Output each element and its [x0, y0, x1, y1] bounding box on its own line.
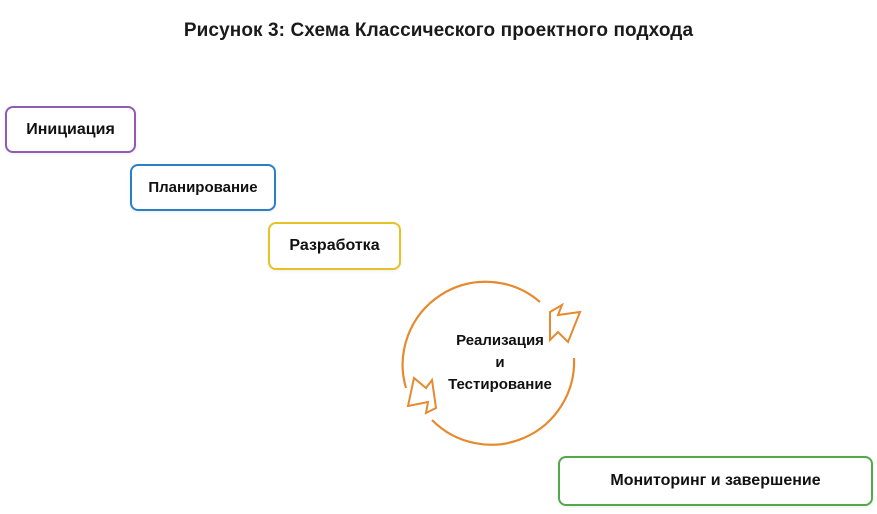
cycle-arc-lower: [431, 357, 576, 446]
stage-monitoring-box: Мониторинг и завершение: [558, 456, 873, 506]
cycle-label-line-3: Тестирование: [448, 376, 552, 393]
diagram-title: Рисунок 3: Схема Классического проектног…: [183, 20, 694, 41]
stage-planning-box: Планирование: [130, 164, 276, 211]
stage-planning-label: Планирование: [148, 179, 258, 196]
cycle-label-line-2: и: [495, 354, 505, 371]
stage-initiation-box: Инициация: [5, 106, 136, 153]
stage-development-box: Разработка: [268, 222, 401, 270]
stage-initiation-label: Инициация: [26, 120, 115, 138]
cycle-arc: [401, 280, 541, 389]
cycle-arrow-top-icon: [549, 302, 582, 344]
cycle-arrow-bottom-icon: [406, 376, 438, 415]
stage-monitoring-label: Мониторинг и завершение: [610, 472, 821, 489]
cycle-label: Реализация и Тестирование: [420, 330, 580, 396]
cycle-diagram: [401, 280, 582, 446]
cycle-label-line-1: Реализация: [456, 332, 544, 349]
stage-development-label: Разработка: [289, 237, 380, 254]
